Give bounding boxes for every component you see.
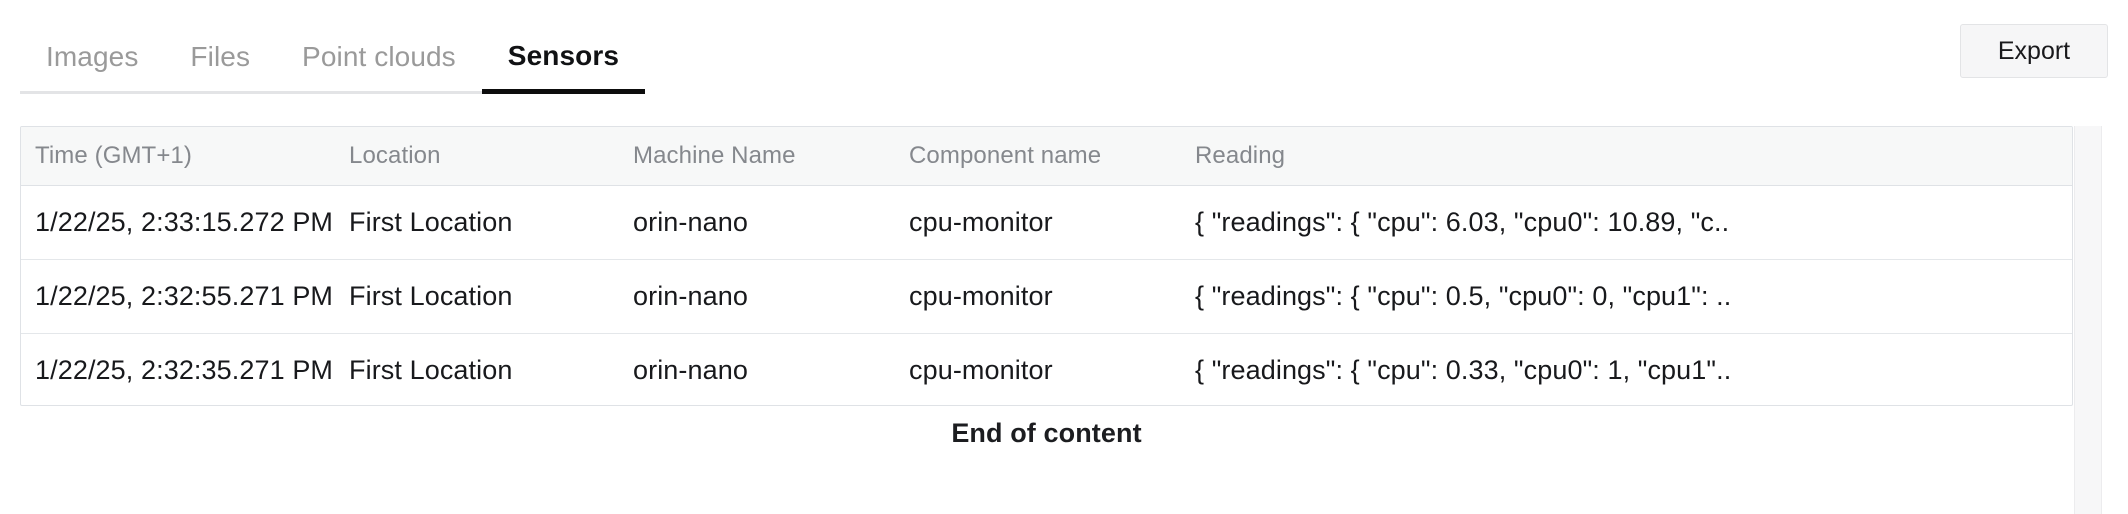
cell-machine: orin-nano — [619, 259, 895, 334]
tab-sensors[interactable]: Sensors — [481, 22, 645, 94]
tab-images-label: Images — [46, 40, 139, 72]
export-button-label: Export — [1997, 36, 2071, 65]
table-row[interactable]: 1/22/25, 2:32:35.271 PM First Location o… — [21, 334, 2072, 406]
cell-time: 1/22/25, 2:32:55.271 PM — [21, 259, 335, 334]
column-header-reading[interactable]: Reading — [1181, 127, 2072, 186]
tab-files-label: Files — [190, 40, 251, 72]
column-header-component-name[interactable]: Component name — [895, 127, 1181, 186]
tab-images[interactable]: Images — [20, 22, 165, 94]
cell-component: cpu-monitor — [895, 185, 1181, 260]
tab-point-clouds-label: Point clouds — [302, 40, 456, 72]
reading-json-preview: { "readings": { "cpu": 0.5, "cpu0": 0, "… — [1195, 281, 1732, 311]
table-header-row: Time (GMT+1) Location Machine Name Compo… — [21, 127, 2072, 186]
column-header-location[interactable]: Location — [335, 127, 619, 186]
table-body: 1/22/25, 2:33:15.272 PM First Location o… — [21, 185, 2072, 406]
table-row[interactable]: 1/22/25, 2:33:15.272 PM First Location o… — [21, 185, 2072, 260]
tab-files[interactable]: Files — [164, 22, 277, 94]
cell-location: First Location — [335, 185, 619, 260]
cell-component: cpu-monitor — [895, 259, 1181, 334]
cell-machine: orin-nano — [619, 185, 895, 260]
tab-point-clouds[interactable]: Point clouds — [276, 22, 482, 94]
cell-time: 1/22/25, 2:33:15.272 PM — [21, 185, 335, 260]
cell-reading: { "readings": { "cpu": 6.03, "cpu0": 10.… — [1181, 185, 2072, 260]
export-button[interactable]: Export — [1960, 24, 2108, 78]
column-header-time[interactable]: Time (GMT+1) — [21, 127, 335, 186]
table-head: Time (GMT+1) Location Machine Name Compo… — [21, 127, 2072, 186]
reading-json-preview: { "readings": { "cpu": 6.03, "cpu0": 10.… — [1195, 207, 1730, 237]
cell-component: cpu-monitor — [909, 355, 1053, 385]
cell-location: First Location — [349, 355, 513, 385]
table-row[interactable]: 1/22/25, 2:32:55.271 PM First Location o… — [21, 259, 2072, 334]
column-header-machine-name[interactable]: Machine Name — [619, 127, 895, 186]
sensors-table-container: Time (GMT+1) Location Machine Name Compo… — [20, 126, 2073, 406]
sensors-table: Time (GMT+1) Location Machine Name Compo… — [21, 127, 2072, 406]
cell-time: 1/22/25, 2:32:35.271 PM — [35, 355, 334, 385]
tab-bar: Images Files Point clouds Sensors Export — [0, 0, 2128, 96]
cell-machine: orin-nano — [633, 355, 748, 385]
cell-reading: { "readings": { "cpu": 0.5, "cpu0": 0, "… — [1181, 259, 2072, 334]
tab-list: Images Files Point clouds Sensors — [20, 22, 645, 94]
cell-location: First Location — [335, 259, 619, 334]
reading-json-preview: { "readings": { "cpu": 0.33, "cpu0": 1, … — [1195, 355, 1732, 385]
end-of-content-label: End of content — [951, 418, 1142, 448]
cell-reading: { "readings": { "cpu": 0.33, "cpu0": 1, … — [1181, 334, 2072, 406]
tab-sensors-label: Sensors — [507, 39, 619, 71]
vertical-scrollbar[interactable] — [2074, 126, 2102, 514]
